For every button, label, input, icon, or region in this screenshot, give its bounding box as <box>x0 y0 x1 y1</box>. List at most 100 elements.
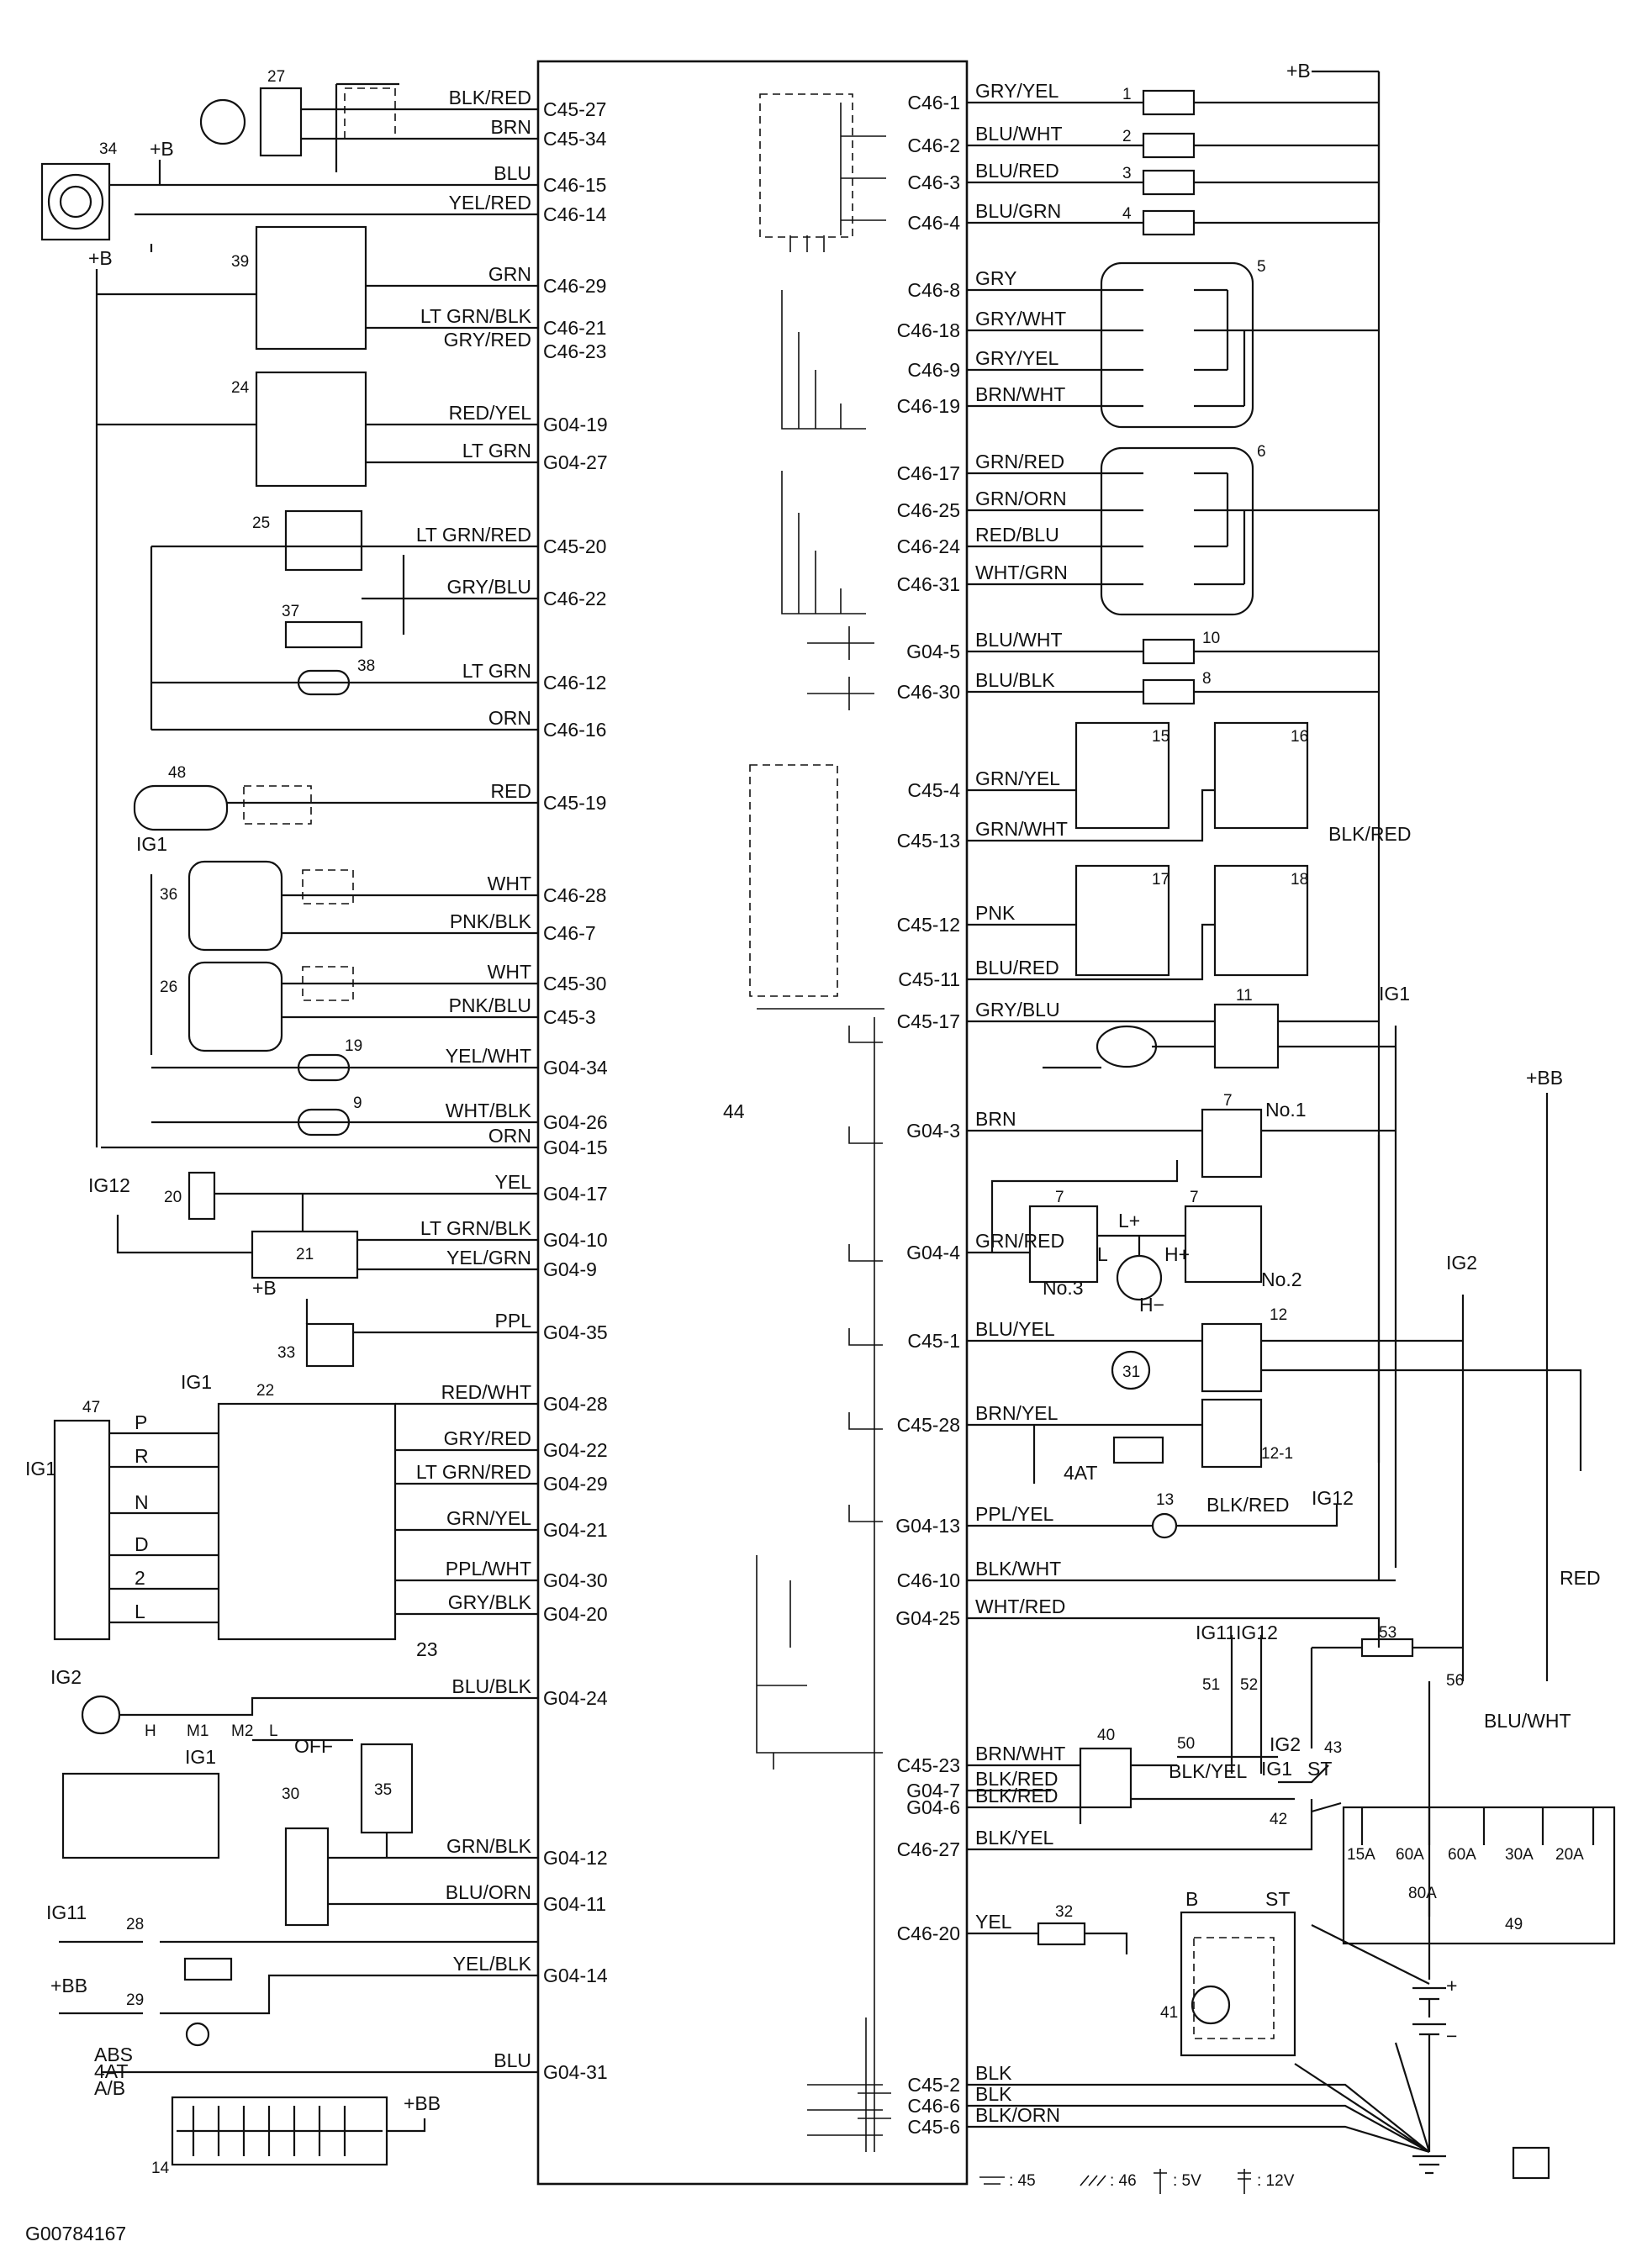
svg-text:H−: H− <box>1139 1294 1164 1316</box>
svg-text:24: 24 <box>231 379 250 397</box>
wire-color-label: BLU/WHT <box>975 629 1063 651</box>
svg-text:No.3: No.3 <box>1043 1277 1084 1299</box>
svg-text:34: 34 <box>99 140 118 158</box>
svg-text:20: 20 <box>164 1189 182 1206</box>
svg-text:: 12V: : 12V <box>1257 2172 1295 2190</box>
pullup-5v-symbol <box>1154 2169 1167 2194</box>
blower-motor <box>81 1695 121 1735</box>
range-switch-47 <box>53 1419 111 1641</box>
sensor-39 <box>255 225 367 351</box>
pin-id: C45-11 <box>898 968 960 990</box>
wire-color-label: WHT <box>488 873 531 894</box>
wire-color-label: BLU <box>494 2049 531 2071</box>
pin-id: G04-7 <box>906 1780 960 1801</box>
wire-color-label: BLU/WHT <box>975 123 1063 145</box>
resistor-28 <box>183 1957 233 1981</box>
svg-text:33: 33 <box>277 1344 295 1362</box>
wire-color-label: WHT/GRN <box>975 562 1068 583</box>
svg-text:53: 53 <box>1379 1624 1396 1642</box>
pin-id: C46-21 <box>543 317 606 339</box>
pin-id: C46-20 <box>897 1923 960 1944</box>
pin-id: G04-13 <box>895 1515 960 1537</box>
switch-32 <box>1037 1922 1086 1946</box>
relay-dual <box>284 1827 330 1927</box>
svg-text:56: 56 <box>1446 1672 1464 1690</box>
svg-text:25: 25 <box>252 514 270 532</box>
coil-12-1 <box>1112 1436 1164 1464</box>
pin-id: C46-19 <box>897 395 960 417</box>
wire-color-label: BRN <box>490 116 531 138</box>
sensor-48 <box>133 784 229 831</box>
relay-11 <box>1213 1003 1280 1069</box>
pin-id: G04-26 <box>543 1111 608 1133</box>
svg-text:ST: ST <box>1265 1888 1290 1910</box>
wire-color-label: GRY/RED <box>444 1427 531 1449</box>
svg-text:IG1: IG1 <box>1261 1758 1292 1780</box>
svg-text:7: 7 <box>1223 1092 1233 1110</box>
svg-text:H+: H+ <box>1164 1243 1190 1265</box>
svg-text:BLK/YEL: BLK/YEL <box>1169 1760 1248 1782</box>
pin-id: C45-12 <box>897 914 960 936</box>
svg-text:IG2: IG2 <box>1446 1252 1477 1274</box>
pin-id: G04-9 <box>543 1258 597 1280</box>
wire-color-label: LT GRN/RED <box>416 1461 531 1483</box>
pin-id: G04-4 <box>906 1242 960 1263</box>
svg-text:18: 18 <box>1291 871 1308 889</box>
svg-text:+B: +B <box>252 1277 277 1299</box>
svg-text:37: 37 <box>282 603 299 620</box>
pin-id: C46-23 <box>543 340 606 362</box>
svg-text:50: 50 <box>1177 1735 1195 1753</box>
pin-id: C45-13 <box>897 830 960 852</box>
wire-color-label: YEL <box>495 1171 532 1193</box>
wire-color-label: GRN/RED <box>975 451 1064 472</box>
pin-id: C45-34 <box>543 128 607 150</box>
svg-text:2: 2 <box>1122 128 1132 145</box>
svg-text:+B: +B <box>150 138 174 160</box>
svg-text:IG11: IG11 <box>46 1901 87 1923</box>
ground-45-symbol <box>979 2176 1005 2185</box>
svg-text:27: 27 <box>267 68 285 86</box>
svg-text:IG2: IG2 <box>1270 1733 1301 1755</box>
pin-id: C45-30 <box>543 973 606 994</box>
ecu-internal-circuits <box>749 93 891 2152</box>
svg-text:10: 10 <box>1202 630 1220 647</box>
fuse-2 <box>1142 132 1196 159</box>
module-22 <box>217 1402 397 1641</box>
lamp-29 <box>185 2022 210 2047</box>
wire-color-label: PNK/BLU <box>449 994 531 1016</box>
relay-7-no2 <box>1184 1205 1263 1284</box>
wire-color-label: LT GRN <box>462 440 531 462</box>
wire-color-label: RED/BLU <box>975 524 1059 546</box>
pin-id: G04-19 <box>543 414 608 435</box>
pin-id: G04-25 <box>895 1607 960 1629</box>
svg-text:9: 9 <box>353 1094 362 1112</box>
wire-color-label: ORN <box>488 707 531 729</box>
svg-text:+BB: +BB <box>1526 1067 1563 1089</box>
wire-color-label: RED <box>490 780 531 802</box>
svg-text:4: 4 <box>1122 205 1132 223</box>
